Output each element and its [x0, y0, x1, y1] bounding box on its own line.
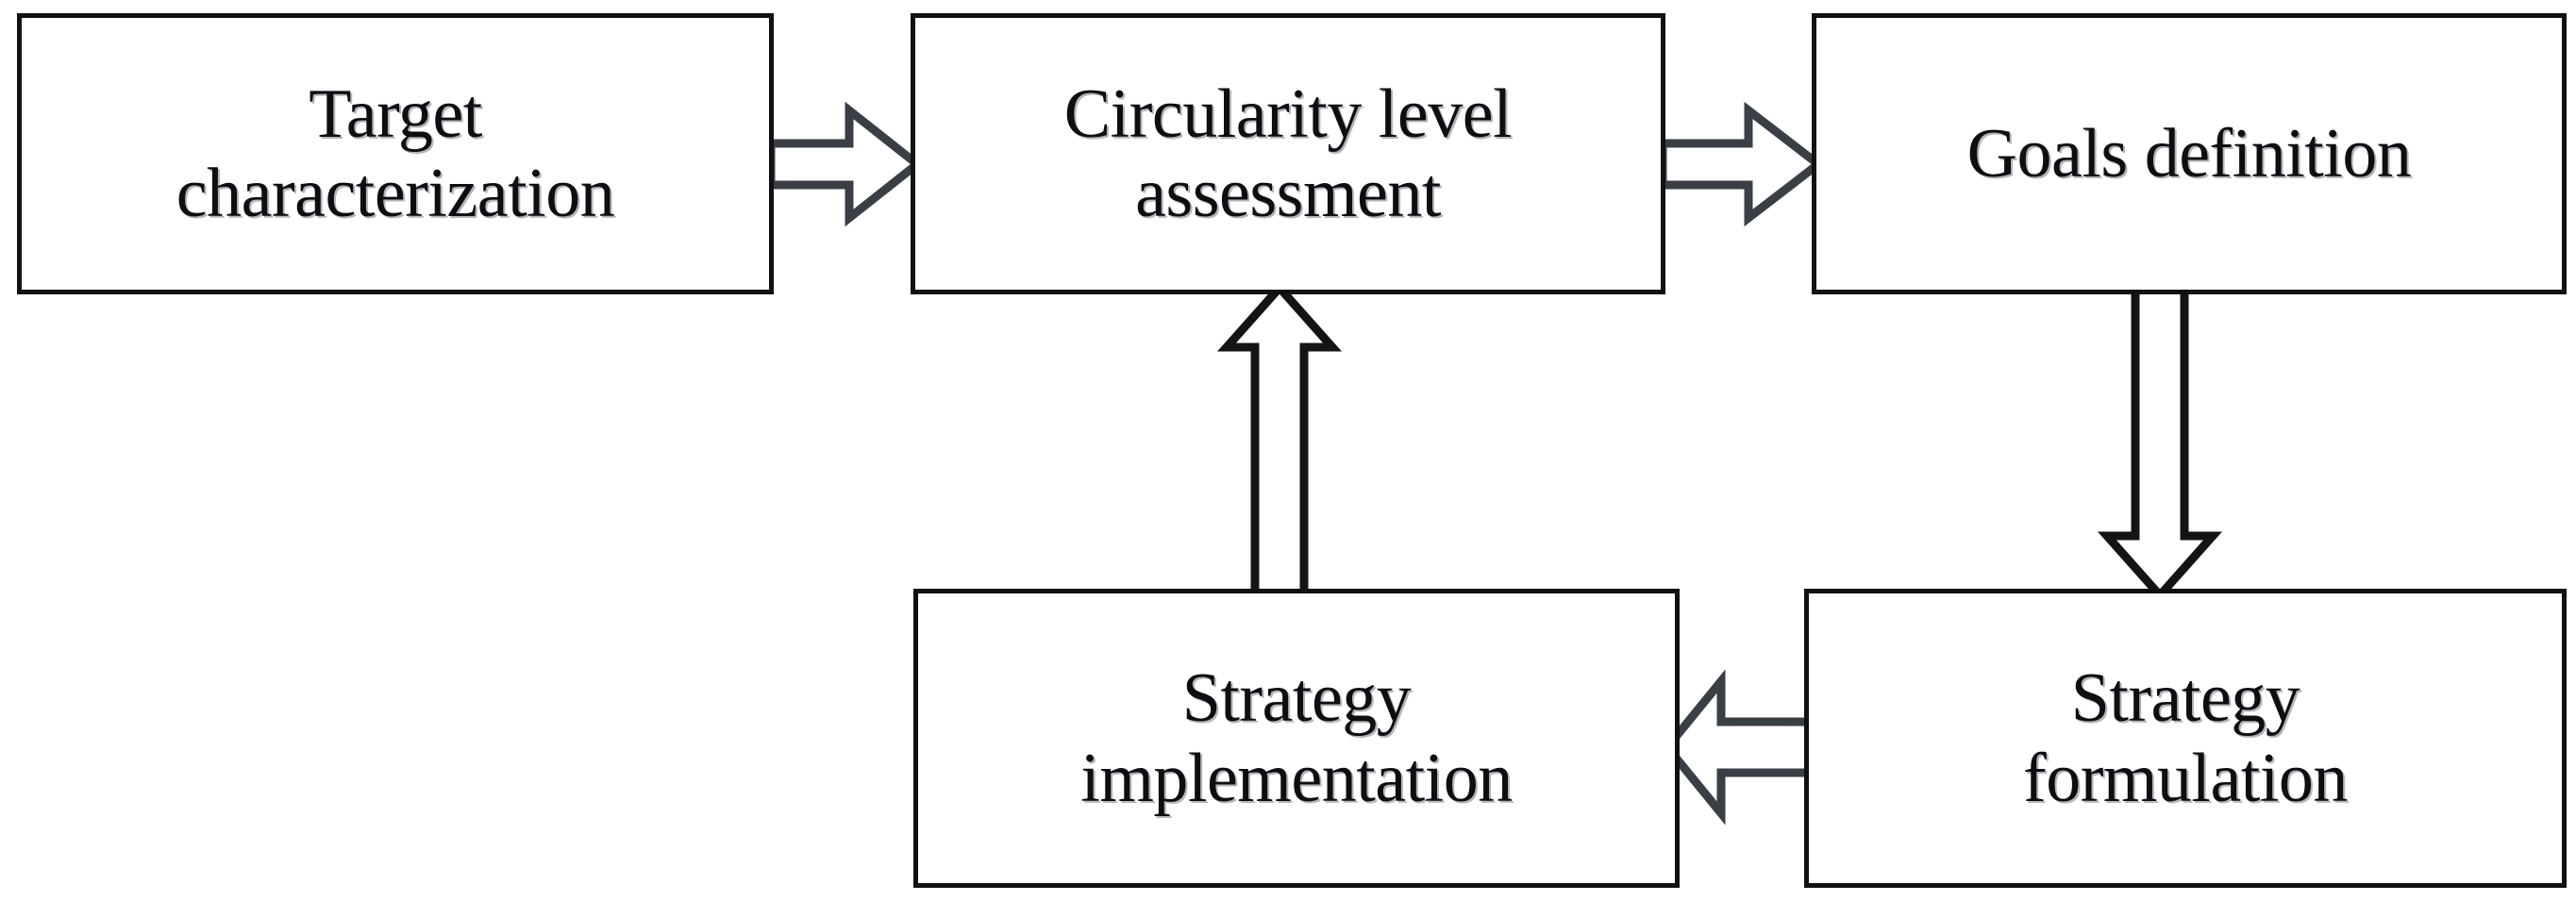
node-label: Circularity level assessment: [1063, 75, 1513, 232]
connector-implementation-to-assessment: [1216, 281, 1343, 602]
connector-formulation-to-implementation: [1662, 669, 1815, 826]
node-strategy-implementation[interactable]: Strategy implementation: [913, 589, 1680, 888]
connector-assessment-to-goals: [1658, 101, 1826, 227]
node-label: Strategy formulation: [2023, 659, 2348, 817]
arrow-right-icon: [766, 101, 925, 227]
node-label: Strategy implementation: [1080, 659, 1513, 817]
node-label: Target characterization: [176, 75, 615, 232]
arrow-right-icon: [1658, 101, 1826, 227]
arrow-down-icon: [2097, 280, 2223, 602]
connector-target-to-assessment: [766, 101, 925, 227]
arrow-left-icon: [1662, 669, 1815, 826]
node-label: Goals definition: [1966, 114, 2412, 192]
arrow-up-icon: [1216, 281, 1343, 602]
connector-goals-to-formulation: [2097, 280, 2223, 602]
node-strategy-formulation[interactable]: Strategy formulation: [1804, 589, 2567, 888]
node-circularity-level-assessment[interactable]: Circularity level assessment: [911, 13, 1665, 294]
node-target-characterization[interactable]: Target characterization: [17, 13, 774, 294]
node-goals-definition[interactable]: Goals definition: [1812, 13, 2567, 294]
